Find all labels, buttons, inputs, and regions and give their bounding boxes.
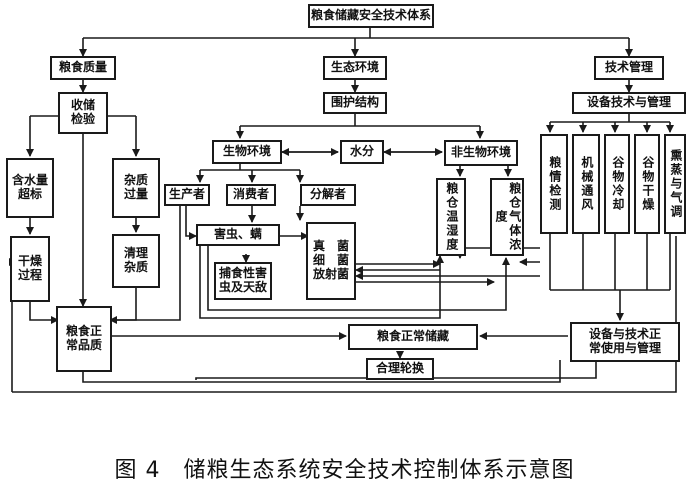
title-node: 粮食储藏安全技术体系: [308, 4, 434, 28]
pests-node: 害虫、螨: [196, 224, 280, 246]
equip-normal-node: 设备与技术正 常使用与管理: [570, 322, 680, 362]
normal-quality-node: 粮食正 常品质: [56, 306, 112, 372]
grain-monitor-node: 粮情检测: [540, 134, 568, 234]
tech-mgmt-node: 技术管理: [594, 56, 664, 80]
storage-inspection-node: 收储 检验: [58, 92, 108, 134]
predators-node: 捕食性害 虫及天敌: [214, 262, 272, 300]
fumigate-node: 熏蒸与气调: [664, 134, 686, 234]
bio-env-node: 生物环境: [212, 140, 282, 164]
gas-conc-node: 粮仓气体浓度: [490, 178, 524, 256]
grain-quality-node: 粮食质量: [50, 56, 116, 80]
consumer-node: 消费者: [226, 184, 276, 206]
eco-env-node: 生态环境: [323, 56, 387, 80]
grain-dry-node: 谷物干燥: [634, 134, 660, 234]
normal-storage-node: 粮食正常储藏: [348, 324, 478, 350]
equipment-mgmt-node: 设备技术与管理: [572, 92, 686, 114]
moisture-node: 水分: [340, 140, 384, 164]
microbes-node: 真 菌 细 菌 放射菌: [306, 222, 356, 300]
figure-caption: 图 4 储粮生态系统安全技术控制体系示意图: [114, 458, 575, 483]
rotation-node: 合理轮换: [366, 358, 434, 380]
mech-vent-node: 机械通风: [572, 134, 600, 234]
drying-node: 干燥 过程: [10, 236, 50, 302]
cleaning-node: 清理 杂质: [112, 234, 160, 288]
producer-node: 生产者: [164, 184, 210, 206]
nonbio-env-node: 非生物环境: [444, 140, 518, 166]
grain-temp-node: 粮仓温湿度: [436, 178, 466, 256]
decomposer-node: 分解者: [300, 184, 356, 206]
grain-cool-node: 谷物冷却: [604, 134, 630, 234]
enclosure-node: 围护结构: [323, 92, 387, 114]
impurity-exceed-node: 杂质 过量: [112, 158, 160, 218]
water-exceed-node: 含水量 超标: [6, 158, 54, 218]
